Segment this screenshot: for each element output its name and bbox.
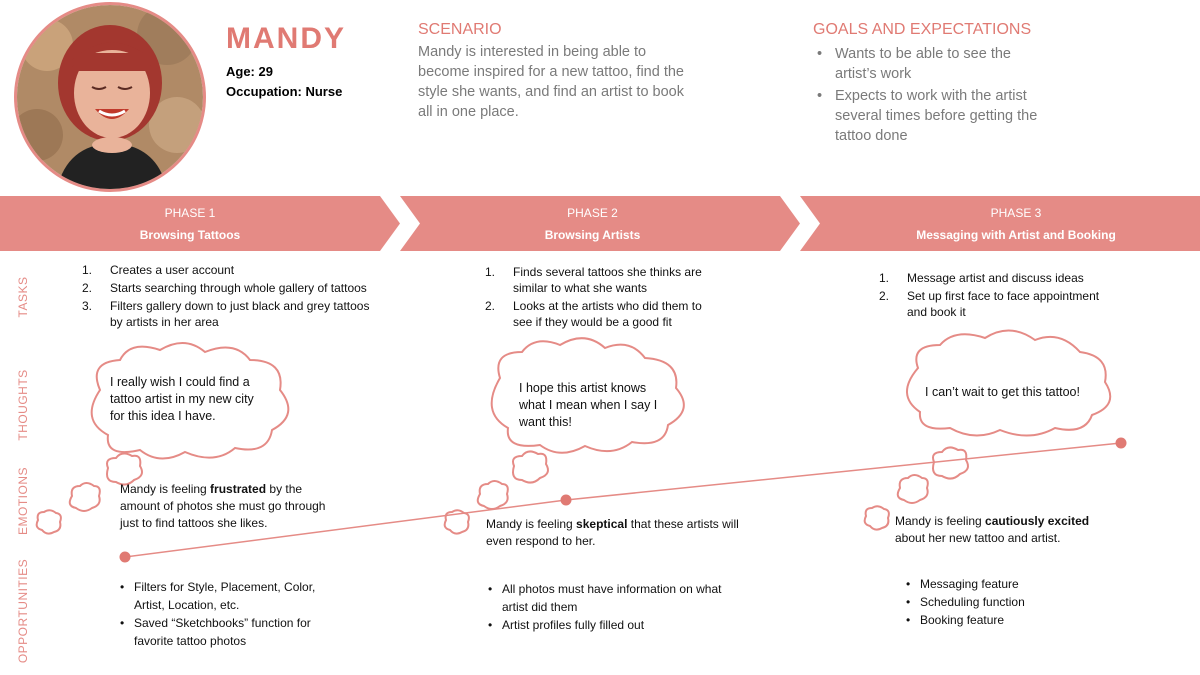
opportunity-item: Filters for Style, Placement, Color,Arti… (118, 578, 358, 614)
emotion-phase-3: Mandy is feeling cautiously excited abou… (895, 514, 1090, 545)
opportunity-item: Booking feature (904, 611, 1124, 629)
thought-puff (35, 509, 62, 535)
opportunities-phase-1: Filters for Style, Placement, Color,Arti… (118, 578, 358, 650)
opportunity-item: Artist profiles fully filled out (486, 616, 766, 634)
thought-puff (106, 452, 143, 486)
emotion-phase-1: Mandy is feeling frustrated by the amoun… (120, 482, 326, 530)
emotion-phase-2: Mandy is feeling skeptical that these ar… (486, 517, 739, 548)
opportunity-item: Messaging feature (904, 575, 1124, 593)
task-item: 3.Filters gallery down to just black and… (82, 299, 370, 329)
tasks-phase-1: 1.Creates a user account 2.Starts search… (82, 262, 392, 332)
phase-3: PHASE 3 Messaging with Artist and Bookin… (832, 202, 1200, 246)
goals-title: GOALS AND EXPECTATIONS (813, 21, 1032, 38)
emotion-point-3 (1115, 437, 1127, 449)
opportunities-phase-2: All photos must have information on what… (486, 580, 766, 634)
goal-item: Expects to work with the artist several … (813, 86, 1093, 146)
goal-item: Wants to be able to see the artist’s wor… (813, 44, 1093, 84)
thought-puff (476, 480, 509, 510)
persona-age: Age: 29 (226, 64, 273, 79)
goals-list: Wants to be able to see the artist’s wor… (813, 44, 1093, 148)
thought-cloud-1 (90, 342, 290, 460)
thought-puff (512, 450, 549, 484)
thought-cloud-3 (906, 329, 1112, 437)
phase-name: Browsing Artists (544, 228, 641, 242)
phase-number: PHASE 3 (990, 206, 1042, 220)
phase-1-arrow (0, 196, 400, 251)
phase-number: PHASE 1 (164, 206, 216, 220)
opportunity-item: All photos must have information on what… (486, 580, 766, 616)
task-item: 2.Starts searching through whole gallery… (82, 281, 367, 295)
phase-1: PHASE 1 Browsing Tattoos (0, 202, 380, 246)
tasks-phase-3: 1.Message artist and discuss ideas 2.Set… (879, 270, 1159, 322)
persona-name: MANDY (226, 22, 346, 55)
persona-occupation: Occupation: Nurse (226, 84, 343, 99)
phase-3-arrow (800, 196, 1200, 251)
phase-band (0, 196, 1200, 251)
thought-puff (443, 509, 470, 535)
thought-phase-3: I can’t wait to get this tattoo! (925, 385, 1080, 399)
task-item: 1.Message artist and discuss ideas (879, 271, 1084, 285)
scenario-line: all in one place. (418, 104, 519, 120)
scenario-title: SCENARIO (418, 21, 502, 38)
opportunity-item: Scheduling function (904, 593, 1124, 611)
persona-photo (14, 2, 206, 192)
thought-puff (863, 505, 890, 531)
thought-puff (896, 474, 929, 504)
opportunity-item: Saved “Sketchbooks” function forfavorite… (118, 614, 358, 650)
scenario-text: Mandy is interested in being able to bec… (418, 42, 718, 122)
phase-2: PHASE 2 Browsing Artists (400, 202, 785, 246)
thought-cloud-2 (490, 337, 685, 454)
thought-puff (68, 482, 101, 512)
scenario-line: style she wants, and find an artist to b… (418, 84, 684, 100)
phase-name: Browsing Tattoos (139, 228, 241, 242)
emotion-point-2 (560, 494, 572, 506)
task-item: 1.Creates a user account (82, 263, 235, 277)
phase-name: Messaging with Artist and Booking (916, 228, 1116, 242)
emotion-point-1 (119, 551, 131, 563)
phase-2-arrow (400, 196, 800, 251)
thought-puff (932, 446, 969, 480)
scenario-line: become inspired for a new tattoo, find t… (418, 64, 684, 80)
scenario-line: Mandy is interested in being able to (418, 44, 647, 60)
emotion-curve (119, 437, 1127, 563)
phase-number: PHASE 2 (567, 206, 618, 220)
opportunities-phase-3: Messaging feature Scheduling function Bo… (904, 575, 1124, 629)
